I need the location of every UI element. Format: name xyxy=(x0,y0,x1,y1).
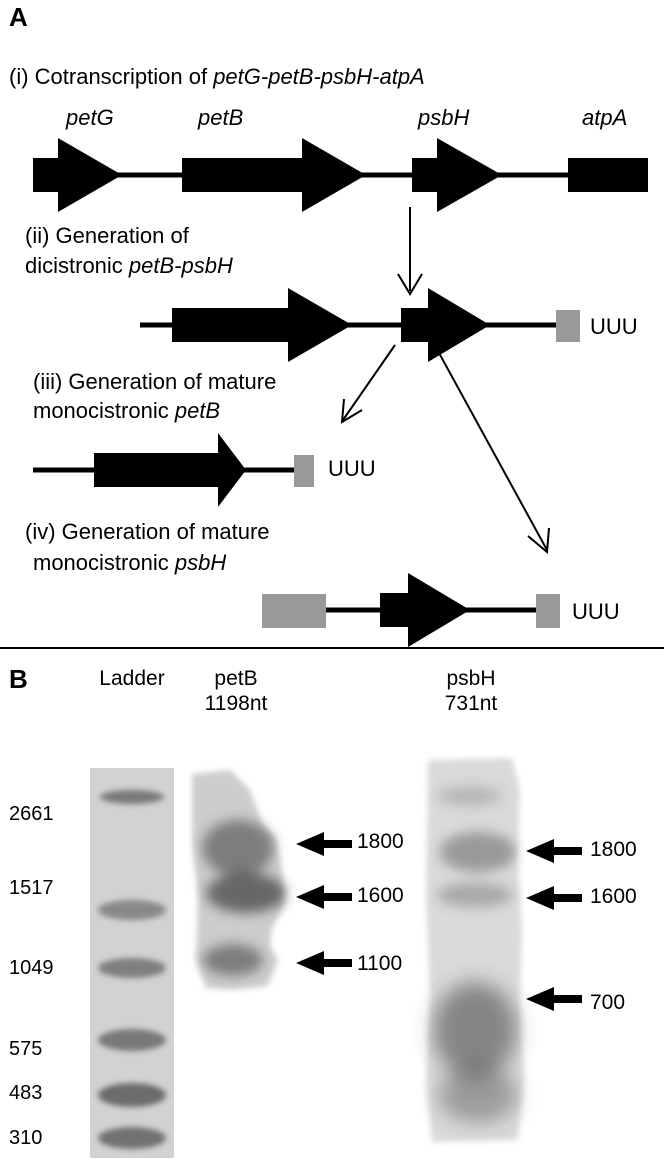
step-4-prefix: monocistronic xyxy=(33,550,175,575)
psbh-lane-size: 731nt xyxy=(444,692,498,715)
step-1-prefix: (i) Cotranscription of xyxy=(9,64,214,89)
ladder-mark: 1517 xyxy=(9,877,54,899)
ladder-mark: 575 xyxy=(9,1038,43,1060)
step-1-caption: (i) Cotranscription of petG-petB-psbH-at… xyxy=(9,64,425,90)
step-2-prefix: dicistronic xyxy=(25,253,129,278)
step-2-gene: petB-psbH xyxy=(128,253,233,278)
step-1-operon: petG-petB-psbH-atpA xyxy=(213,64,425,89)
petb-gene-arrow xyxy=(182,138,366,212)
ladder-lane-label: Ladder xyxy=(99,667,165,690)
step-2-line-1: (ii) Generation of xyxy=(25,223,189,248)
psbh-band-label: 1600 xyxy=(590,885,637,908)
step-2-line-2: dicistronic petB-psbH xyxy=(25,253,233,279)
tail-label-psbh: UUU xyxy=(572,599,620,624)
band-arrow-1600 xyxy=(296,885,352,909)
ladder-lane-image xyxy=(90,768,174,1158)
petb-lane-image xyxy=(192,770,286,990)
petb-gene-arrow xyxy=(172,288,352,362)
petb-lane-size: 1198nt xyxy=(204,692,268,715)
arrow-processing-3 xyxy=(432,341,550,555)
petb-band-label: 1800 xyxy=(357,830,404,853)
arrow-processing-2 xyxy=(340,344,396,424)
atpa-gene-block xyxy=(568,158,648,192)
step-3-line-2: monocistronic petB xyxy=(33,398,220,424)
band-arrow-700 xyxy=(526,987,582,1011)
poly-u-tag xyxy=(536,594,560,628)
gene-label-petb: petB xyxy=(198,105,244,130)
ladder-mark: 310 xyxy=(9,1127,43,1149)
arrow-processing-1 xyxy=(397,207,423,296)
petb-band-arrows xyxy=(296,832,352,975)
gene-label-petg: petG xyxy=(66,105,114,130)
poly-u-tag xyxy=(556,310,580,342)
panel-a-letter: A xyxy=(9,2,28,32)
psbh-gene-arrow xyxy=(412,138,502,212)
operon-diagram xyxy=(33,138,648,212)
petb-gene-arrow xyxy=(94,433,246,507)
leader-tag xyxy=(262,594,326,628)
step-3-gene: petB xyxy=(174,398,221,423)
band-arrow-1800 xyxy=(296,832,352,856)
petb-lane-name: petB xyxy=(214,667,258,690)
tail-label-petb: UUU xyxy=(328,456,376,481)
petb-band-label: 1100 xyxy=(357,952,403,975)
step-4-gene: psbH xyxy=(174,550,227,575)
psbh-gene-arrow xyxy=(401,288,490,362)
psbh-band-arrows xyxy=(526,839,582,1011)
ladder-mark: 483 xyxy=(9,1082,43,1104)
monocistronic-psbh-diagram xyxy=(262,573,560,647)
ladder-mark: 1049 xyxy=(9,957,54,979)
step-4-line-2: monocistronic psbH xyxy=(33,550,226,576)
monocistronic-petb-diagram xyxy=(33,433,314,507)
tail-label-dicistronic: UUU xyxy=(590,314,638,339)
gene-label-atpa: atpA xyxy=(582,105,628,130)
band-arrow-1600 xyxy=(526,886,582,910)
psbh-gene-arrow xyxy=(380,573,470,647)
psbh-band-label: 1800 xyxy=(590,838,637,861)
poly-u-tag xyxy=(294,455,314,487)
petg-gene-arrow xyxy=(33,138,122,212)
step-3-line-1: (iii) Generation of mature xyxy=(33,369,277,394)
step-3-prefix: monocistronic xyxy=(33,398,175,423)
psbh-lane-name: psbH xyxy=(446,667,496,690)
petb-band-label: 1600 xyxy=(357,884,404,907)
step-4-line-1: (iv) Generation of mature xyxy=(25,519,270,544)
gene-label-psbh: psbH xyxy=(418,105,470,130)
psbh-lane-label: psbH 731nt xyxy=(416,666,526,716)
petb-lane-label: petB 1198nt xyxy=(186,666,286,716)
band-arrow-1100 xyxy=(296,951,352,975)
psbh-band-label: 700 xyxy=(590,991,626,1014)
band-arrow-1800 xyxy=(526,839,582,863)
dicistronic-diagram xyxy=(140,288,580,362)
panel-b-letter: B xyxy=(9,664,28,694)
ladder-mark: 2661 xyxy=(9,803,54,825)
psbh-lane-image xyxy=(426,758,524,1142)
